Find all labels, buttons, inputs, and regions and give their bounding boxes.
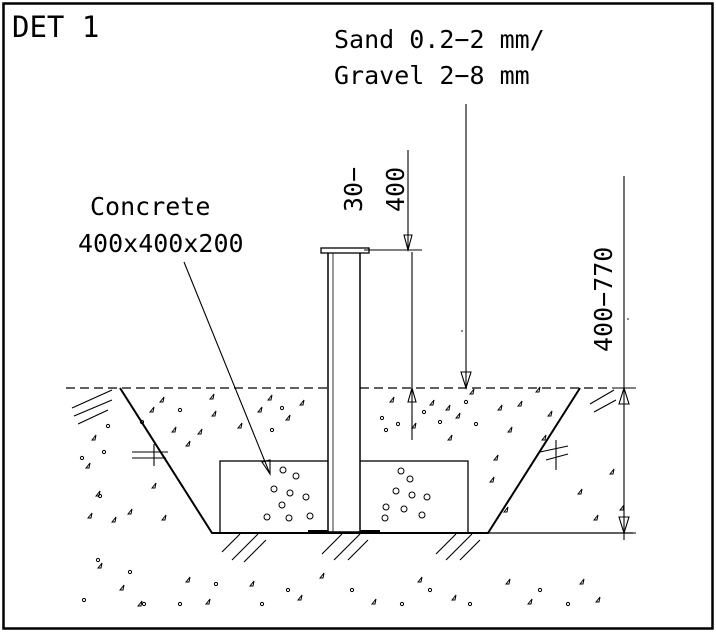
concrete-label-line2: 400x400x200 bbox=[78, 229, 244, 258]
post-cap bbox=[320, 247, 370, 254]
stray-dot bbox=[627, 318, 629, 320]
fill-material-label-line2: Gravel 2−8 mm bbox=[334, 61, 530, 90]
embed-dimension bbox=[364, 150, 422, 440]
concrete-aggregate bbox=[263, 466, 431, 522]
stray-dot bbox=[461, 330, 463, 332]
embed-dimension-label-line2: 400 bbox=[381, 167, 410, 212]
gravel-specks bbox=[79, 386, 625, 607]
detail-title: DET 1 bbox=[12, 10, 99, 44]
fill-material-label-line1: Sand 0.2−2 mm/ bbox=[334, 25, 545, 54]
depth-dimension-label: 400−770 bbox=[589, 247, 618, 352]
concrete-leader-line bbox=[183, 261, 271, 475]
depth-dimension bbox=[612, 176, 636, 540]
embed-dimension-label-line1: 30− bbox=[339, 167, 368, 212]
soil-hatching bbox=[71, 389, 617, 563]
fill-leader-arrow bbox=[460, 371, 472, 390]
concrete-label-line1: Concrete bbox=[90, 192, 210, 221]
concrete-leader-arrow bbox=[261, 459, 271, 476]
